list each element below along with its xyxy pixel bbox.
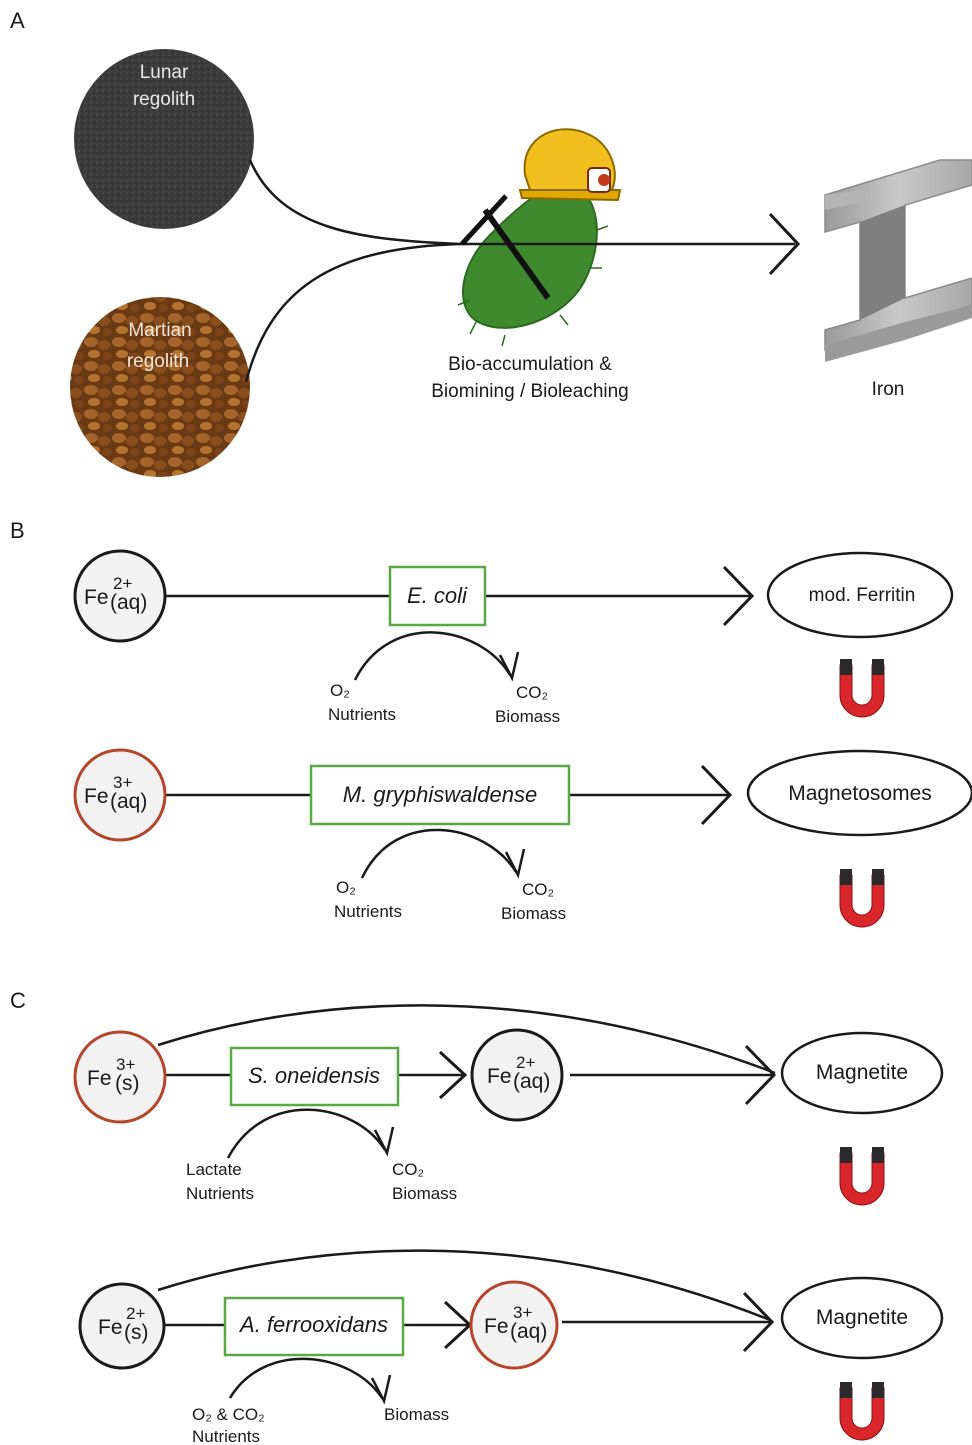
c2-side-arrowhead <box>370 1374 392 1405</box>
b1-phase: (aq) <box>110 591 147 614</box>
c2-output-1: Biomass <box>384 1405 449 1424</box>
b2-side-arrow <box>360 828 518 879</box>
b1-output-2: Biomass <box>495 707 560 726</box>
b2-input-2: Nutrients <box>334 902 402 921</box>
c1-mid-charge: 2+ <box>516 1053 535 1072</box>
b2-output-1: CO₂ <box>522 880 554 899</box>
c2-charge: 2+ <box>126 1304 145 1323</box>
c2-organism: A. ferrooxidans <box>238 1312 388 1337</box>
magnet-icon <box>839 869 885 928</box>
b1-side-arrowhead <box>498 651 520 682</box>
martian-label-line2: regolith <box>127 351 189 372</box>
b1-ion-circle <box>73 549 167 643</box>
lunar-regolith: Lunar regolith <box>74 49 254 229</box>
c1-mid-phase: (aq) <box>513 1070 550 1093</box>
c1-product: Magnetite <box>816 1061 908 1084</box>
b2-charge: 3+ <box>113 773 132 792</box>
b2-organism: M. gryphiswaldense <box>343 782 537 807</box>
martian-label-line1: Martian <box>128 320 191 341</box>
c2-input-2: Nutrients <box>192 1427 260 1445</box>
c2-input-1: O₂ & CO₂ <box>192 1405 265 1424</box>
b1-ion: Fe <box>84 586 109 609</box>
c1-arrowhead-end <box>744 1044 777 1106</box>
c2-product-ellipse <box>780 1276 944 1360</box>
c1-output-2: Biomass <box>392 1184 457 1203</box>
c2-mid-circle <box>469 1280 559 1370</box>
panel-a-letter: A <box>10 8 25 33</box>
process-label-line2: Biomining / Bioleaching <box>431 381 629 402</box>
c1-input-2: Nutrients <box>186 1184 254 1203</box>
c2-side-arrow <box>228 1357 384 1399</box>
microbe-miner-icon <box>457 128 622 347</box>
c1-ion-circle <box>73 1030 167 1124</box>
c2-product: Magnetite <box>816 1306 908 1329</box>
b2-input-1: O₂ <box>336 878 356 897</box>
process-label-line1: Bio-accumulation & <box>448 354 612 375</box>
product-iron-label: Iron <box>872 379 905 400</box>
c2-mid-phase: (aq) <box>510 1320 547 1343</box>
c1-charge: 3+ <box>116 1055 135 1074</box>
b1-organism-box <box>388 565 487 627</box>
steel-i-beam-icon <box>824 159 972 362</box>
c1-arrowhead-mid <box>438 1050 468 1100</box>
b2-product: Magnetosomes <box>788 782 932 805</box>
c2-mid-ion: Fe <box>484 1315 509 1338</box>
b1-input-2: Nutrients <box>328 705 396 724</box>
c2-organism-box <box>223 1296 405 1357</box>
c1-phase: (s) <box>115 1072 140 1095</box>
c1-bypass-curve <box>157 1004 776 1075</box>
lunar-to-microbe-line <box>248 159 461 246</box>
c-row-shewanella: Fe 3+ (s) S. oneidensis Fe 2+ (aq) Lacta… <box>73 1004 944 1203</box>
b2-organism-box <box>309 764 571 826</box>
b2-product-ellipse <box>746 749 972 837</box>
lunar-label-line1: Lunar <box>140 62 189 83</box>
c1-side-arrowhead <box>373 1126 395 1157</box>
b1-output-1: CO₂ <box>516 683 548 702</box>
c1-mid-circle <box>470 1028 564 1122</box>
c1-organism: S. oneidensis <box>248 1063 380 1088</box>
panel-c-letter: C <box>10 988 26 1013</box>
b2-side-arrowhead <box>504 848 526 879</box>
b2-arrowhead <box>700 764 733 826</box>
martian-to-microbe-line <box>244 242 461 383</box>
c1-input-1: Lactate <box>186 1160 242 1179</box>
c2-mid-charge: 3+ <box>513 1303 532 1322</box>
b1-product-ellipse <box>766 551 954 639</box>
c2-phase: (s) <box>124 1321 149 1344</box>
b1-charge: 2+ <box>113 574 132 593</box>
b1-product: mod. Ferritin <box>809 585 916 606</box>
panel-b-letter: B <box>10 518 25 543</box>
magnet-icon <box>839 659 885 718</box>
c1-ion: Fe <box>87 1067 112 1090</box>
martian-regolith: Martian regolith <box>70 297 250 477</box>
c2-ion-circle <box>78 1282 166 1370</box>
b2-output-2: Biomass <box>501 904 566 923</box>
magnet-icon <box>839 1147 885 1206</box>
c1-mid-ion: Fe <box>487 1065 512 1088</box>
c1-output-1: CO₂ <box>392 1160 424 1179</box>
b-row-magnetospirillum: Fe 3+ (aq) M. gryphiswaldense O₂ Nutrien… <box>73 748 972 923</box>
lunar-label-line2: regolith <box>133 89 195 110</box>
b1-side-arrow <box>353 631 512 681</box>
lunar-regolith-image <box>74 49 254 229</box>
b1-organism: E. coli <box>407 583 468 608</box>
b-row-ecoli: Fe 2+ (aq) E. coli O₂ Nutrients CO₂ Biom… <box>73 549 954 726</box>
arrow-to-iron <box>768 212 801 276</box>
c1-side-arrow <box>226 1108 387 1159</box>
b2-phase: (aq) <box>110 790 147 813</box>
c2-arrowhead-end <box>742 1291 775 1353</box>
c1-product-ellipse <box>780 1031 944 1115</box>
b1-arrowhead <box>722 565 755 627</box>
c2-bypass-curve <box>157 1249 771 1322</box>
magnet-icon <box>839 1382 885 1441</box>
c-row-acidithiobacillus: Fe 2+ (s) A. ferrooxidans Fe 3+ (aq) O₂ … <box>78 1249 944 1445</box>
c2-ion: Fe <box>98 1316 123 1339</box>
b2-ion: Fe <box>84 785 109 808</box>
martian-regolith-image <box>70 297 250 477</box>
b1-input-1: O₂ <box>330 681 350 700</box>
c1-organism-box <box>229 1046 400 1107</box>
b2-ion-circle <box>73 748 167 842</box>
